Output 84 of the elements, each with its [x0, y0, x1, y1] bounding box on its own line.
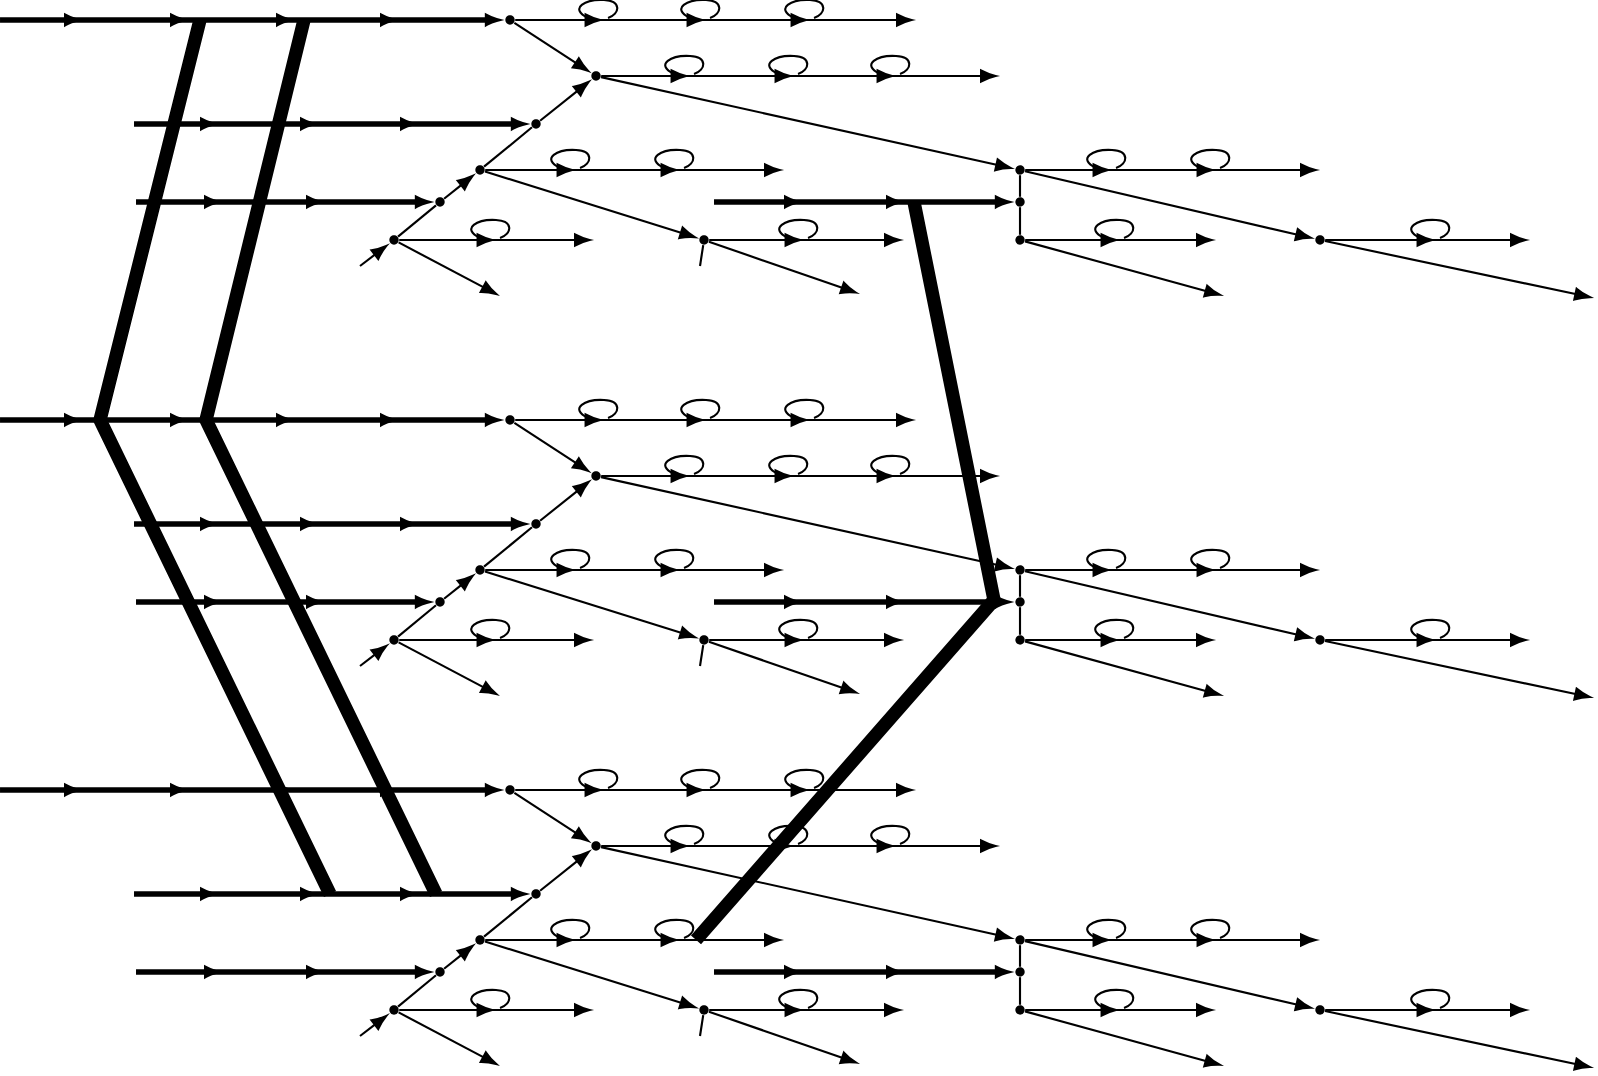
arrow: [600, 846, 1012, 942]
arrow: [359, 1014, 388, 1037]
connector-line: [397, 604, 437, 638]
arrow: [708, 240, 857, 295]
arrow: [513, 21, 589, 72]
arrow: [539, 80, 590, 122]
connector-line: [483, 896, 533, 938]
arrow: [0, 784, 499, 796]
arrow: [515, 413, 913, 427]
connector-line: [698, 1014, 705, 1037]
arrow: [708, 640, 857, 695]
arrow: [0, 14, 499, 26]
arrow: [513, 791, 589, 842]
arrow: [485, 933, 781, 947]
arrow: [513, 421, 589, 472]
arrow: [398, 1011, 498, 1065]
connector-line: [397, 204, 437, 238]
arrow: [443, 175, 474, 200]
arrow: [399, 1003, 591, 1017]
arrow: [714, 596, 1009, 608]
arrow: [359, 644, 388, 667]
arrow: [134, 888, 525, 900]
arrow: [600, 476, 1012, 572]
arrow: [539, 480, 590, 522]
arrow: [600, 76, 1012, 172]
arrow: [398, 641, 498, 695]
arrow: [515, 13, 913, 27]
arrow: [485, 163, 781, 177]
arrow: [709, 1003, 901, 1017]
arrow: [1025, 933, 1317, 947]
arrow: [601, 69, 997, 83]
connector-line: [483, 526, 533, 568]
arrow: [1024, 570, 1312, 641]
connector-line: [1018, 575, 1022, 597]
connector-line: [698, 244, 705, 267]
arrow: [134, 518, 525, 530]
connector-line: [483, 126, 533, 168]
arrow: [399, 233, 591, 247]
connector-line: [1018, 977, 1022, 1005]
arrow: [443, 575, 474, 600]
arrow: [136, 196, 429, 208]
arrow: [515, 783, 913, 797]
arrow: [399, 633, 591, 647]
connector-line: [1018, 945, 1022, 967]
arrow: [1325, 233, 1527, 247]
connector-line: [397, 974, 437, 1008]
arrow: [1025, 563, 1317, 577]
arrow: [709, 233, 901, 247]
arrow: [1324, 640, 1591, 701]
arrow: [539, 850, 590, 892]
arrow: [1325, 633, 1527, 647]
arrow: [1024, 640, 1221, 698]
arrow: [1025, 163, 1317, 177]
arrow: [485, 563, 781, 577]
arrow: [709, 633, 901, 647]
arrow: [1324, 1010, 1591, 1071]
arrow: [714, 196, 1009, 208]
arrow: [1024, 1010, 1221, 1068]
arrow: [136, 596, 429, 608]
arrow: [136, 966, 429, 978]
arrow: [398, 241, 498, 295]
arrow: [708, 1010, 857, 1065]
arrow: [484, 170, 696, 240]
arrow: [1025, 1003, 1213, 1017]
arrow: [134, 118, 525, 130]
arrow: [1324, 240, 1591, 301]
arrow: [484, 940, 696, 1010]
connector-line: [1018, 207, 1022, 235]
arrow: [1024, 940, 1312, 1011]
arrow: [1024, 240, 1221, 298]
connector-line: [1018, 607, 1022, 635]
arrow: [601, 469, 997, 483]
connector-line: [698, 644, 705, 667]
arrow: [1024, 170, 1312, 241]
arrow: [601, 839, 997, 853]
arrow: [443, 944, 474, 970]
arrow: [1025, 233, 1213, 247]
arrow: [714, 966, 1009, 978]
connector-line: [1018, 175, 1022, 197]
arrow: [484, 570, 696, 640]
arrow: [359, 244, 388, 267]
arrow: [1325, 1003, 1527, 1017]
arrow: [0, 414, 499, 426]
arrow: [1025, 633, 1213, 647]
